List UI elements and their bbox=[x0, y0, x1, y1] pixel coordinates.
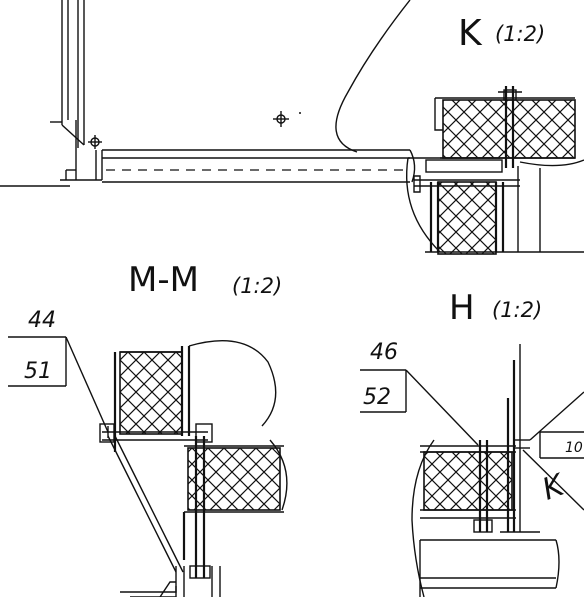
view-k-scale: (1:2) bbox=[495, 22, 545, 46]
callout-46: 46 bbox=[370, 340, 398, 365]
callout-51: 51 bbox=[24, 359, 52, 384]
view-k-detail bbox=[405, 86, 584, 255]
view-h-detail: 10 K bbox=[411, 344, 584, 597]
view-mm-callout: 44 51 bbox=[8, 308, 109, 433]
view-h-scale: (1:2) bbox=[492, 298, 542, 322]
view-k-heading: K (1:2) bbox=[458, 13, 545, 54]
view-h-callout: 46 52 bbox=[360, 340, 479, 446]
main-assembly-view bbox=[0, 0, 416, 187]
view-mm-heading: M-M (1:2) bbox=[128, 260, 282, 300]
callout-52: 52 bbox=[363, 385, 391, 410]
callout-44: 44 bbox=[28, 308, 56, 333]
view-k-letter: K bbox=[458, 13, 483, 54]
view-h-heading: H (1:2) bbox=[449, 288, 542, 328]
view-h-letter: H bbox=[449, 288, 475, 328]
view-mm-scale: (1:2) bbox=[232, 274, 282, 298]
view-mm-letter: M-M bbox=[128, 260, 199, 300]
view-mm-detail bbox=[99, 340, 288, 597]
ref-k-arrow-label: K bbox=[538, 467, 571, 507]
dimension-10: 10 bbox=[565, 440, 583, 456]
